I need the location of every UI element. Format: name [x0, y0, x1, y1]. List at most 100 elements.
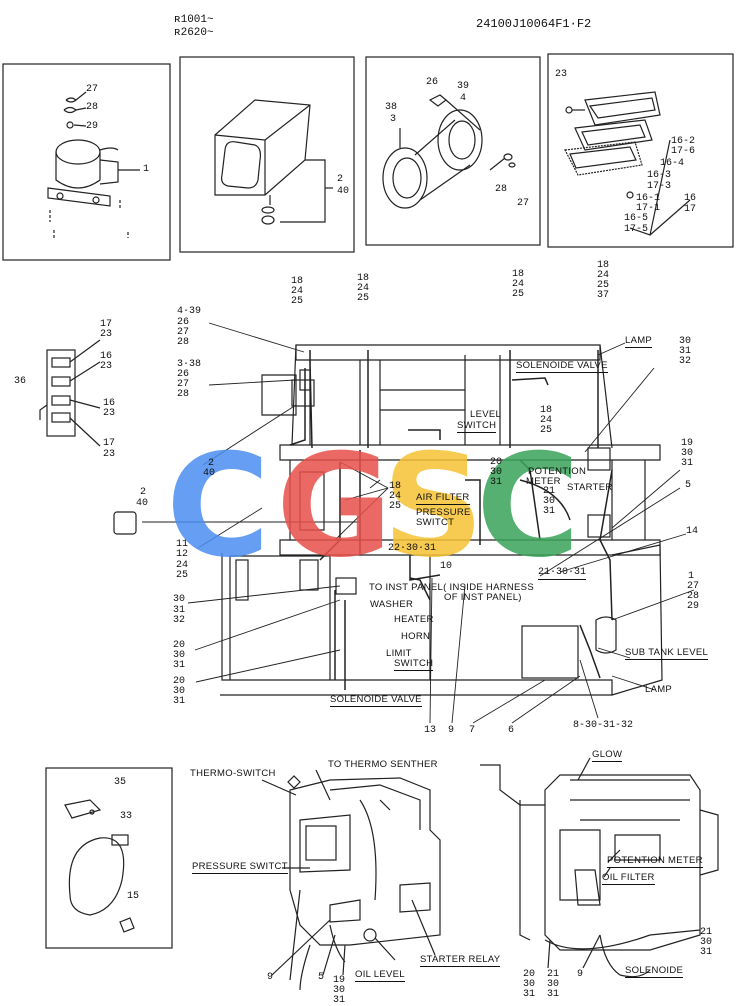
ref-1: 1 — [688, 571, 695, 582]
ref-28: 28 — [177, 337, 190, 348]
ref-30: 30 — [173, 594, 186, 605]
ref-16-3: 16-3 — [647, 170, 672, 181]
ref-30: 30 — [490, 467, 503, 478]
ref-27: 27 — [517, 198, 530, 209]
ref-31: 31 — [700, 947, 713, 958]
solenoid-part — [47, 91, 140, 240]
label-lamp-bottom: LAMP — [645, 684, 673, 695]
ref-25: 25 — [176, 570, 189, 581]
ref-18: 18 — [389, 481, 402, 492]
label-solenoide-valve-bottom: SOLENOIDE VALVE — [330, 694, 422, 707]
ref-10: 10 — [440, 561, 453, 572]
ref-14: 14 — [686, 526, 699, 537]
label-air-filter: AIR FILTER — [416, 492, 470, 505]
label-limit-switch: LIMIT — [386, 648, 412, 659]
ref-20: 20 — [523, 969, 536, 980]
ref-31: 31 — [681, 458, 694, 469]
label-level-switch-2: SWITCH — [457, 420, 497, 433]
label-potention-meter: POTENTION — [528, 466, 587, 477]
ref-24: 24 — [357, 283, 370, 294]
ref-26: 26 — [177, 317, 190, 328]
ref-24: 24 — [389, 491, 402, 502]
ref-25: 25 — [357, 293, 370, 304]
ref-27: 27 — [177, 327, 190, 338]
ref-30: 30 — [333, 985, 346, 996]
combination-lamp-part — [564, 91, 691, 236]
ref-30: 30 — [543, 496, 556, 507]
ref-21: 21 — [547, 969, 560, 980]
ref-31: 31 — [173, 605, 186, 616]
panel-frame-lamp — [179, 56, 355, 253]
label-pressure-switct: PRESSURE SWITCT — [192, 861, 288, 874]
ref-16-4: 16-4 — [660, 158, 685, 169]
label-oil-level: OIL LEVEL — [355, 969, 405, 982]
ref-17: 17 — [103, 438, 116, 449]
ref-20: 20 — [173, 676, 186, 687]
label-horn: HORN — [401, 631, 431, 642]
ref-31: 31 — [547, 989, 560, 1000]
ref-31: 31 — [173, 660, 186, 671]
ref-31: 31 — [679, 346, 692, 357]
ref-29: 29 — [86, 121, 99, 132]
ref-32: 32 — [679, 356, 692, 367]
horn-part — [382, 94, 516, 209]
ref-26: 26 — [426, 77, 439, 88]
ref-33: 33 — [120, 811, 133, 822]
ref-30: 30 — [523, 979, 536, 990]
ref-5: 5 — [685, 480, 692, 491]
ref-28: 28 — [687, 591, 700, 602]
ref-28: 28 — [177, 389, 190, 400]
ref-19: 19 — [681, 438, 694, 449]
label-starter-relay: STARTER RELAY — [420, 954, 501, 967]
ref-1: 1 — [143, 164, 150, 175]
ref-29: 29 — [687, 601, 700, 612]
ref-40: 40 — [337, 186, 350, 197]
label-starter: STARTER — [567, 482, 613, 493]
label-limit-switch-2: SWITCH — [394, 658, 434, 671]
ref-21: 21 — [543, 486, 556, 497]
ref-4-39: 4·39 — [177, 306, 202, 317]
ref-21: 21 — [700, 927, 713, 938]
switch-panel-part — [39, 339, 101, 447]
panel-frame-horn — [365, 56, 541, 246]
ref-31: 31 — [173, 696, 186, 707]
ref-22-30-31: 22·30·31 — [388, 543, 437, 554]
ref-3-38: 3·38 — [177, 359, 202, 370]
watermark-letter-s: S — [382, 424, 485, 589]
ref-16-1: 16-1 — [636, 193, 661, 204]
label-heater: HEATER — [394, 614, 434, 625]
ref-9: 9 — [267, 972, 274, 983]
ref-16-2: 16-2 — [671, 136, 696, 147]
watermark-letter-c1: C — [166, 424, 271, 589]
ref-2: 2 — [208, 458, 215, 469]
panel-frame-clip — [45, 767, 173, 949]
ref-18: 18 — [540, 405, 553, 416]
ref-30: 30 — [173, 650, 186, 661]
ref-27: 27 — [177, 379, 190, 390]
ref-16: 16 — [684, 193, 697, 204]
ref-37: 37 — [597, 290, 610, 301]
watermark-letter-c2: C — [476, 424, 581, 589]
ref-30: 30 — [547, 979, 560, 990]
ref-23: 23 — [103, 408, 116, 419]
ref-28: 28 — [86, 102, 99, 113]
engine-right-drawing — [480, 757, 719, 978]
clip-part — [64, 799, 135, 933]
label-solenoide-valve-top: SOLENOIDE VALVE — [516, 360, 608, 373]
ref-25: 25 — [389, 501, 402, 512]
ref-32: 32 — [173, 615, 186, 626]
ref-17-3: 17-3 — [647, 181, 672, 192]
serial-range-2: ʀ2620~ — [174, 27, 214, 39]
ref-5: 5 — [318, 972, 325, 983]
ref-25: 25 — [540, 425, 553, 436]
ref-15: 15 — [127, 891, 140, 902]
watermark-letter-g: G — [276, 424, 393, 589]
ref-19: 19 — [333, 975, 346, 986]
ref-24: 24 — [176, 560, 189, 571]
ref-27: 27 — [86, 84, 99, 95]
ref-24: 24 — [291, 286, 304, 297]
ref-31: 31 — [523, 989, 536, 1000]
ref-30: 30 — [679, 336, 692, 347]
ref-17: 17 — [684, 204, 697, 215]
